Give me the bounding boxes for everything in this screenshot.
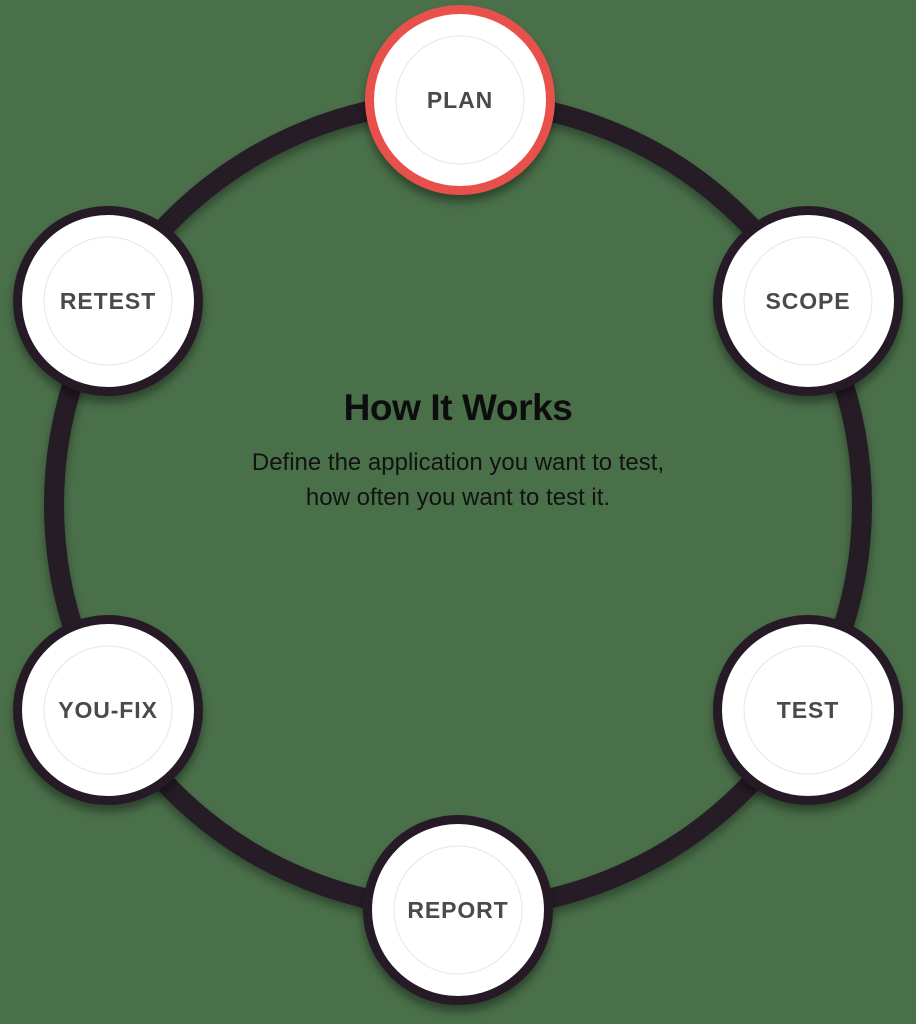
cycle-node-label: REPORT xyxy=(407,896,509,923)
cycle-node-label: PLAN xyxy=(426,86,494,113)
cycle-node-you-fix[interactable]: YOU-FIX xyxy=(13,615,203,805)
cycle-node-label: SCOPE xyxy=(765,287,851,314)
cycle-node-label: TEST xyxy=(776,696,840,723)
cycle-node-label: YOU-FIX xyxy=(58,696,158,723)
center-description: Define the application you want to test,… xyxy=(251,448,665,511)
cycle-node-retest[interactable]: RETEST xyxy=(13,206,203,396)
cycle-node-report[interactable]: REPORT xyxy=(363,815,553,1005)
cycle-node-scope[interactable]: SCOPE xyxy=(713,206,903,396)
page-title: How It Works xyxy=(343,387,573,428)
center-text-block: How It Works Define the application you … xyxy=(243,387,673,515)
cycle-node-plan[interactable]: PLAN xyxy=(365,5,555,195)
cycle-node-label: RETEST xyxy=(59,287,157,314)
cycle-node-test[interactable]: TEST xyxy=(713,615,903,805)
